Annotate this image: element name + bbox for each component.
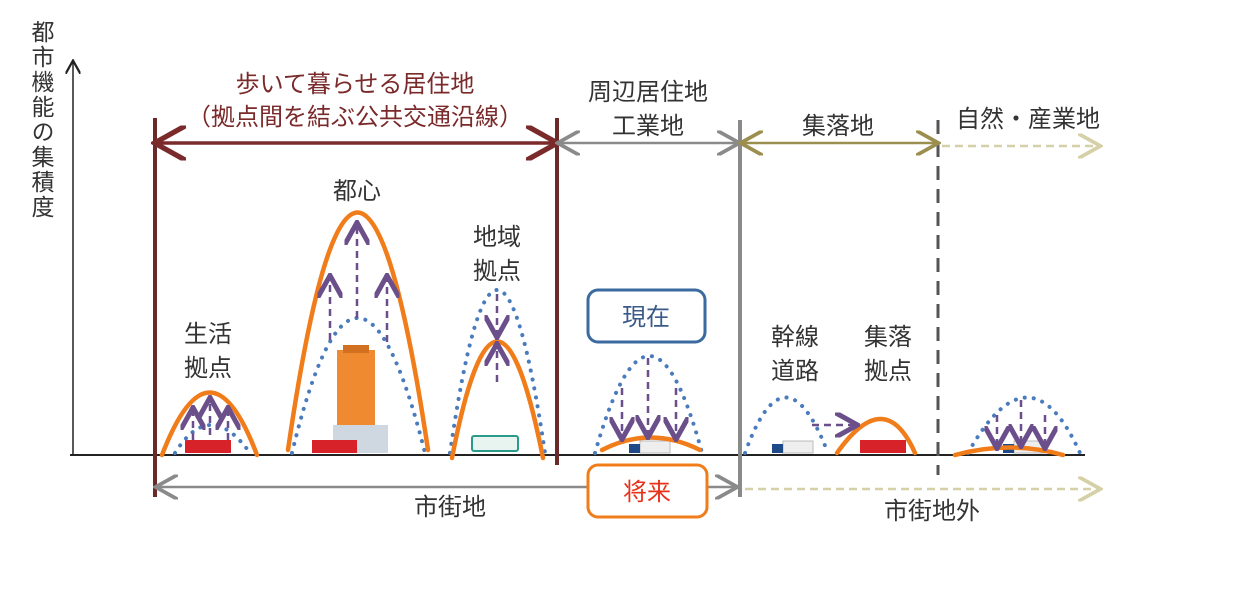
peripheral-current-curve: [593, 354, 704, 455]
current-legend-label: 現在: [622, 303, 670, 331]
peripheral-zone-title: 周辺居住地: [588, 78, 708, 106]
regional-hub-label-2: 拠点: [473, 257, 521, 285]
building-icon: [333, 345, 388, 453]
green-bus-icon: [471, 435, 519, 452]
city-center-current-curve: [290, 316, 427, 455]
bus-icon: [185, 440, 906, 453]
village-hub-future-curve: [834, 416, 918, 456]
life-hub-current-curve: [173, 423, 252, 455]
non-urban-area-label: 市街地外: [884, 497, 980, 525]
future-legend-label: 将来: [623, 478, 671, 506]
village-zone-title: 集落地: [802, 112, 874, 140]
urban-area-label: 市街地: [414, 493, 486, 521]
nature-zone-title: 自然・産業地: [956, 105, 1100, 133]
life-hub-label-1: 生活: [184, 320, 232, 348]
city-center-label: 都心: [333, 177, 381, 205]
nature-current-curve: [966, 395, 1082, 455]
trunk-road-label-2: 道路: [771, 357, 819, 385]
peripheral-zone-subtitle: 工業地: [612, 112, 684, 140]
current-legend-box: [586, 288, 707, 344]
y-axis-label: 都市機能の集積度: [27, 20, 55, 220]
trunk-road-label-1: 幹線: [771, 323, 819, 351]
walkable-zone-title: 歩いて暮らせる居住地: [236, 70, 475, 98]
regional-hub-current-curve: [448, 288, 547, 455]
regional-hub-label-1: 地域: [473, 223, 521, 251]
trunk-road-current-curve: [743, 395, 830, 455]
village-hub-label-1: 集落: [864, 323, 912, 351]
city-center-future-curve: [285, 210, 431, 453]
village-hub-label-2: 拠点: [864, 357, 912, 385]
life-hub-future-curve: [159, 390, 260, 458]
change-arrows: [193, 225, 1045, 446]
life-hub-label-2: 拠点: [184, 354, 232, 382]
future-legend-box: [586, 463, 709, 519]
walkable-zone-subtitle: （拠点間を結ぶ公共交通沿線）: [187, 103, 523, 131]
